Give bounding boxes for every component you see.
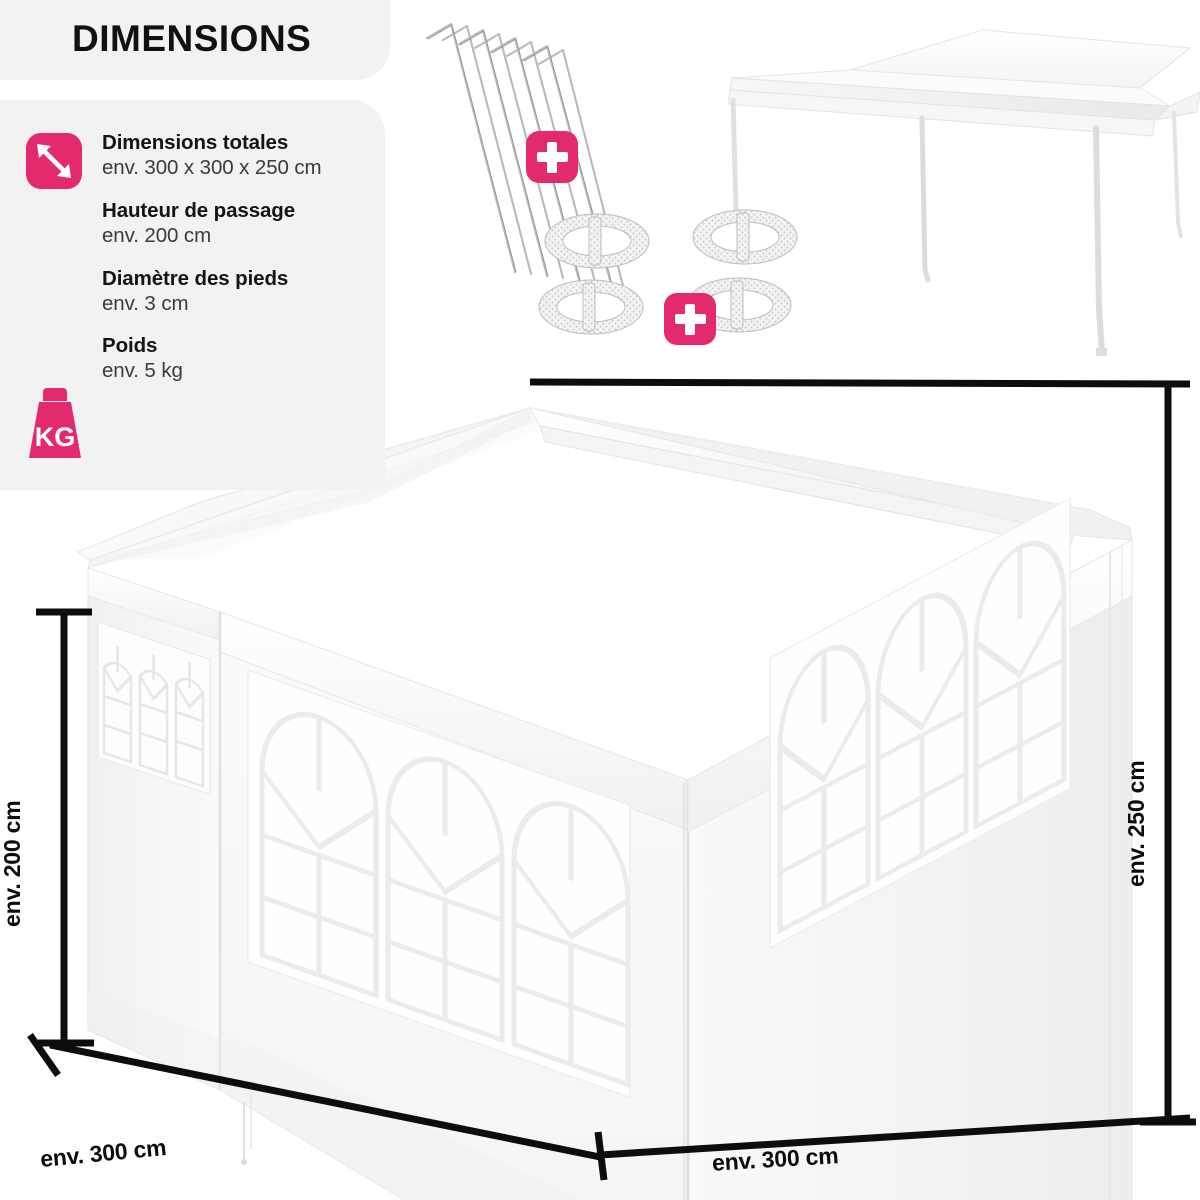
spec-label: Hauteur de passage	[102, 198, 296, 222]
spec-label: Dimensions totales	[102, 131, 289, 154]
plus-badge-ropes	[664, 293, 716, 345]
page-title: DIMENSIONS	[72, 18, 312, 59]
spec-label: Poids	[102, 334, 158, 358]
rope-coils-illustration	[538, 209, 798, 335]
specs-list: Dimensions totales env. 300 x 300 x 250 …	[102, 130, 382, 401]
spec-item-foot-diameter: Diamètre des pieds env. 3 cm	[102, 266, 382, 317]
dimension-label-clearance-height: env. 200 cm	[0, 800, 25, 927]
weight-kg-icon: KG	[22, 384, 88, 464]
spec-value: env. 3 cm	[102, 291, 189, 315]
plus-icon-vertical-bar	[685, 303, 695, 335]
spec-item-total-dimensions: Dimensions totales env. 300 x 300 x 250 …	[102, 130, 382, 181]
spec-value: env. 200 cm	[102, 223, 212, 247]
plus-badge-stakes	[526, 131, 578, 183]
dimension-label-total-height: env. 250 cm	[1123, 760, 1149, 887]
gazebo-main-illustration	[76, 407, 1133, 1200]
header-panel	[0, 0, 390, 80]
spec-item-clearance-height: Hauteur de passage env. 200 cm	[102, 198, 382, 249]
gazebo-frame-illustration	[727, 29, 1200, 356]
spec-value: env. 300 x 300 x 250 cm	[102, 156, 322, 179]
spec-label: Diamètre des pieds	[102, 266, 289, 290]
diagonal-arrow-icon	[26, 133, 82, 189]
spec-item-weight: Poids env. 5 kg	[102, 333, 382, 384]
spec-value: env. 5 kg	[102, 359, 183, 383]
ground-stakes-illustration	[425, 22, 625, 288]
plus-icon-vertical-bar	[547, 141, 557, 173]
weight-icon-label: KG	[35, 422, 76, 452]
